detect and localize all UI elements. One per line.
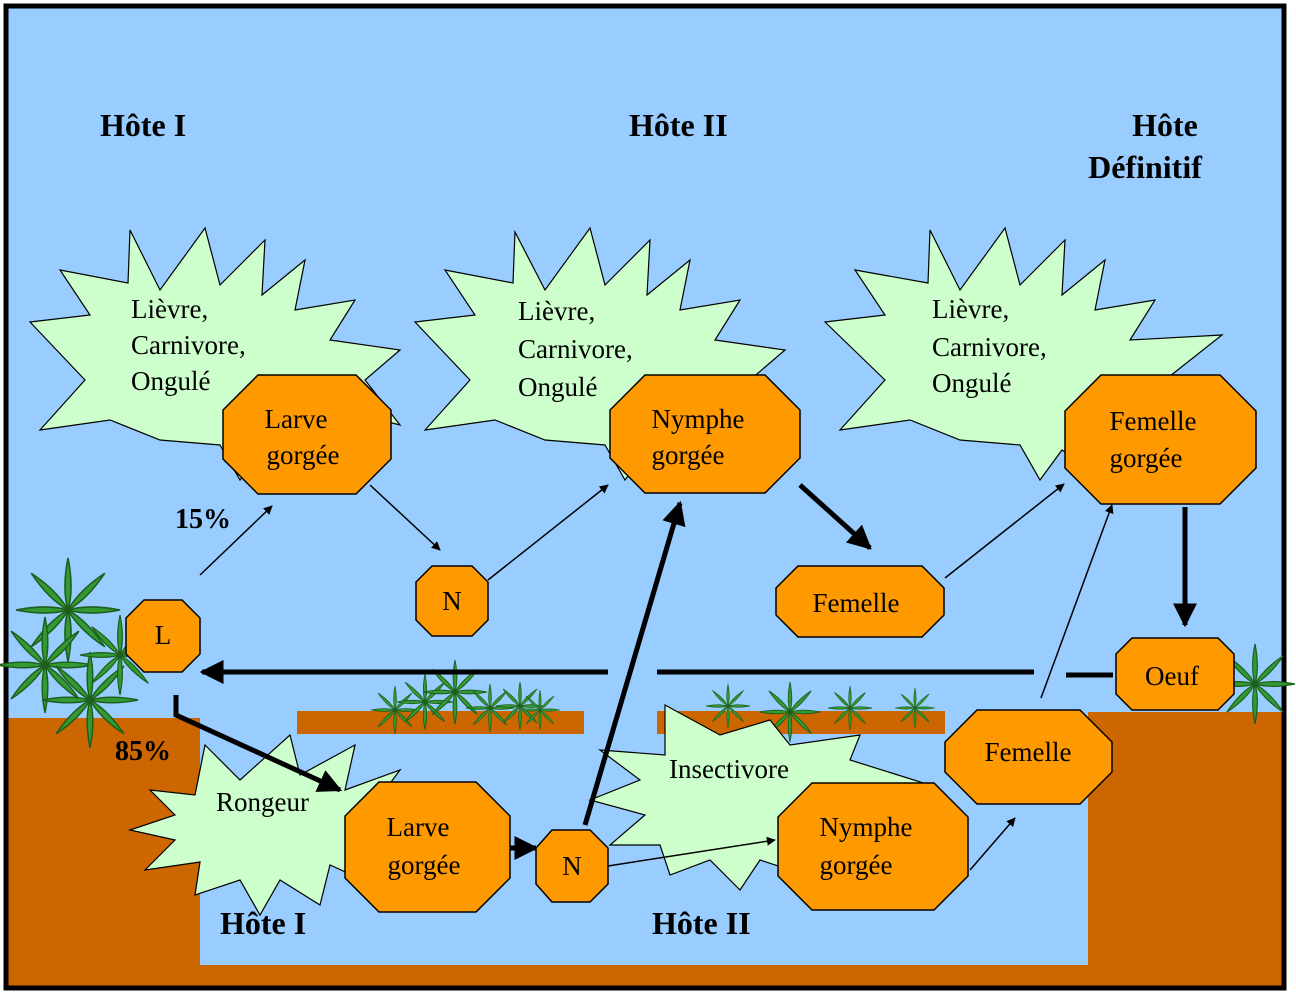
ground-strip-left: [297, 711, 584, 734]
larve-bottom-line-2: gorgée: [388, 850, 461, 880]
arrow-l-to-rongeur: [173, 695, 343, 793]
header-host1-bottom: Hôte I: [220, 905, 306, 941]
host-burst-3-line-1: Lièvre,: [932, 294, 1009, 324]
stage-femelle-right: Femelle: [944, 709, 1113, 805]
header-definitive-line-1: Hôte: [1132, 107, 1198, 143]
femelle-mid-label: Femelle: [813, 588, 900, 618]
arrow-femelle-to-femelle-gorgee: [944, 483, 1065, 579]
arrow-femelle-bottom-to-femelle-gorgee: [1040, 504, 1114, 699]
femelle-gorgee-line-2: gorgée: [1110, 443, 1183, 473]
arrow-n-to-nymphe-top: [487, 484, 609, 581]
arrow-nymphe-to-femelle: [798, 483, 872, 550]
stage-n-bottom: N: [535, 829, 609, 903]
nymphe-bottom-line-1: Nymphe: [820, 812, 913, 842]
arrow-n-to-nymphe-bottom: [607, 836, 776, 867]
stage-larve-bottom: Larve gorgée: [344, 781, 511, 913]
nymphe-top-line-1: Nymphe: [652, 404, 745, 434]
arrows: [173, 483, 1197, 871]
host-burst-2-line-2: Carnivore,: [518, 334, 633, 364]
stage-larve-top: Larve gorgée: [222, 374, 392, 495]
femelle-right-label: Femelle: [985, 737, 1072, 767]
rongeur-label: Rongeur: [216, 787, 309, 817]
frame: [3, 3, 1287, 991]
arrow-larve-to-n: [369, 484, 441, 551]
stage-l: L: [125, 599, 201, 673]
host-burst-1-line-3: Ongulé: [131, 366, 211, 396]
larve-top-line-2: gorgée: [267, 440, 340, 470]
l-label: L: [155, 620, 172, 650]
arrow-l-to-larve-top: [199, 505, 273, 576]
femelle-gorgee-line-1: Femelle: [1110, 406, 1197, 436]
stage-nymphe-top: Nymphe gorgée: [609, 374, 801, 494]
ground: [8, 712, 1282, 986]
larve-bottom-line-1: Larve: [387, 812, 450, 842]
percent-85: 85%: [115, 736, 171, 767]
header-host2-top: Hôte II: [629, 107, 728, 143]
oeuf-label: Oeuf: [1145, 661, 1199, 691]
host-burst-2-line-1: Lièvre,: [518, 296, 595, 326]
stage-oeuf: Oeuf: [1115, 637, 1235, 711]
stage-femelle-gorgee: Femelle gorgée: [1064, 374, 1257, 505]
host-burst-2-line-3: Ongulé: [518, 372, 598, 402]
insectivore-label: Insectivore: [669, 754, 789, 784]
n-top-label: N: [442, 586, 462, 616]
stage-n-top: N: [415, 565, 489, 637]
header-host2-bottom: Hôte II: [652, 905, 751, 941]
host-burst-3-line-2: Carnivore,: [932, 332, 1047, 362]
host-burst-1-line-2: Carnivore,: [131, 330, 246, 360]
larve-top-line-1: Larve: [265, 404, 328, 434]
insectivore-burst: Insectivore: [588, 703, 933, 891]
host-burst-3-line-3: Ongulé: [932, 368, 1012, 398]
n-bottom-label: N: [562, 851, 582, 881]
stage-nymphe-bottom: Nymphe gorgée: [777, 782, 969, 911]
nymphe-top-line-2: gorgée: [652, 440, 725, 470]
arrow-nymphe-to-femelle-bottom: [969, 817, 1016, 871]
percent-15: 15%: [175, 504, 231, 535]
stage-femelle-mid: Femelle: [775, 565, 945, 638]
header-host1-top: Hôte I: [100, 107, 186, 143]
host-burst-1-line-1: Lièvre,: [131, 294, 208, 324]
nymphe-bottom-line-2: gorgée: [820, 850, 893, 880]
header-definitive-line-2: Définitif: [1088, 149, 1202, 185]
arrow-n-to-nymphe-top-thick: [582, 500, 686, 826]
